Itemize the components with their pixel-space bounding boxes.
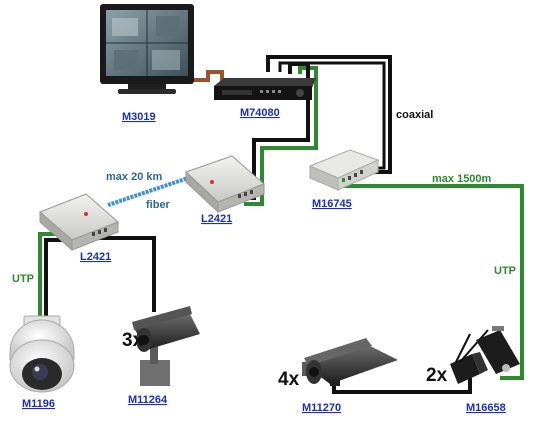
monitor-model-label[interactable]: M3019 [122, 111, 156, 123]
fiber-transceiver-left-icon [39, 193, 119, 252]
utp-cable-dvr-transceiver [244, 66, 318, 206]
dvr-recorder-icon [214, 78, 316, 100]
bullet-b-quantity: 4x [278, 369, 300, 390]
bullet-a-quantity: 3x [122, 330, 144, 351]
fiber-cable [107, 174, 195, 207]
receiver-model-label[interactable]: M16745 [312, 198, 352, 210]
video-balun-icon [450, 326, 520, 384]
coax-cable-dvr-receiver-2 [278, 61, 386, 170]
transceiver-right-model-label[interactable]: L2421 [201, 213, 232, 225]
max-utp-label: max 1500m [432, 173, 492, 185]
lcd-monitor-icon [100, 4, 194, 94]
video-receiver-hub-icon [308, 149, 380, 191]
bullet-b-model-label[interactable]: M11270 [302, 402, 341, 414]
dvr-model-label[interactable]: M74080 [240, 107, 280, 119]
dome-camera-icon [9, 315, 75, 393]
transceiver-left-model-label[interactable]: L2421 [80, 251, 111, 263]
dome-model-label[interactable]: M1196 [22, 398, 55, 410]
vga-cable [194, 70, 224, 84]
bullet-camera-b-icon [302, 338, 398, 386]
bullet-camera-a-icon [132, 306, 200, 386]
coax-cable-transceiver-bullet [98, 232, 156, 312]
max-fiber-label: max 20 km [106, 171, 162, 183]
balun-quantity: 2x [426, 365, 448, 386]
utp-left-label: UTP [12, 273, 34, 285]
balun-model-label[interactable]: M16658 [466, 402, 506, 414]
fiber-label: fiber [146, 199, 171, 211]
coax-cable-dvr-receiver [266, 55, 392, 174]
coaxial-label: coaxial [396, 109, 433, 121]
utp-right-label: UTP [494, 265, 516, 277]
fiber-transceiver-right-icon [185, 155, 265, 214]
coax-cable-balun-camera [332, 378, 472, 394]
bullet-a-model-label[interactable]: M11264 [128, 394, 168, 406]
